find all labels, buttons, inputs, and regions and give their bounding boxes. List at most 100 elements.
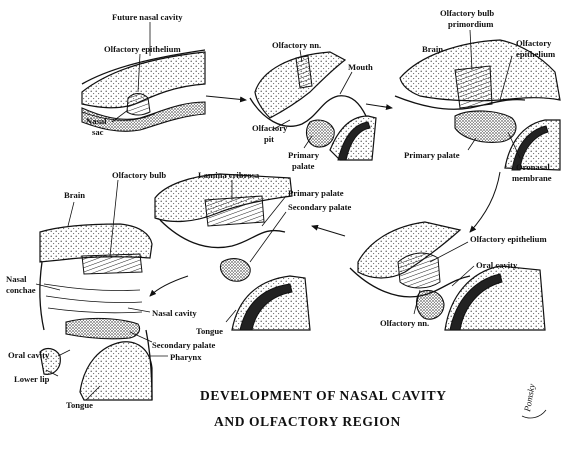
label-olfactory-epithelium-3-line1: Olfactory [516, 38, 552, 48]
leader-lines [35, 22, 521, 401]
label-oronasal-membrane-line2: membrane [512, 173, 552, 183]
labels: Future nasal cavity Olfactory epithelium… [6, 8, 556, 410]
panel6-concha-1 [43, 283, 141, 291]
leader-tongue-6 [85, 385, 101, 401]
label-secondary-palate-6: Secondary palate [152, 340, 215, 350]
figure-title-line2: AND OLFACTORY REGION [214, 414, 401, 429]
label-oral-cavity-6: Oral cavity [8, 350, 50, 360]
label-nasal-sac-line1: Nasal [86, 116, 107, 126]
label-primary-palate-2-line1: Primary [288, 150, 320, 160]
panel5-dark-lining [239, 283, 293, 331]
leader-brain-6 [67, 201, 75, 227]
panel6-lower-lip [39, 347, 61, 375]
label-tongue-5: Tongue [196, 326, 223, 336]
label-primary-palate-2-line2: palate [292, 161, 315, 171]
leader-olfactory-pit [271, 119, 291, 131]
leader-primary-palate-5 [261, 195, 287, 227]
figure-title-line1: DEVELOPMENT OF NASAL CAVITY [200, 388, 447, 403]
panel5-lamina-cribrosa [204, 195, 265, 227]
label-tongue-6: Tongue [66, 400, 93, 410]
leader-nasal-cavity-6 [127, 307, 151, 313]
artist-signature: Pomsky [521, 383, 547, 419]
leader-olfactory-bulb-primordium [469, 29, 473, 71]
panel4-palate [415, 289, 445, 320]
label-olfactory-nn-4: Olfactory nn. [380, 318, 429, 328]
label-pharynx: Pharynx [170, 352, 202, 362]
label-nasal-conchae-line2: conchae [6, 285, 36, 295]
panel6-face-outline [39, 261, 45, 331]
signature-flourish [521, 409, 547, 419]
panel-5-secondary-palate-stage [154, 173, 311, 331]
arrow-panel3-to-panel4 [469, 171, 501, 233]
label-nasal-conchae-line1: Nasal [6, 274, 27, 284]
panel-2-olfactory-pit-stage [249, 51, 377, 161]
leader-olfactory-nn-2 [299, 49, 303, 63]
leader-secondary-palate-5 [249, 211, 287, 263]
panel-1-nasal-sac-stage [81, 49, 206, 132]
panel2-epithelium-line [249, 95, 367, 127]
label-olfactory-bulb-6: Olfactory bulb [112, 170, 166, 180]
leader-olfactory-epithelium-4 [429, 241, 469, 263]
stage-arrows [149, 95, 501, 297]
label-olfactory-bulb-primordium-line2: primordium [448, 19, 494, 29]
leader-olfactory-epithelium-1 [137, 53, 141, 93]
panel6-tongue [79, 341, 153, 401]
panel-4-oral-cavity-stage [349, 221, 546, 331]
panel-6-adult-stage [39, 223, 153, 401]
leader-oral-cavity-6 [57, 349, 71, 357]
leader-primary-palate-3 [467, 137, 477, 151]
signature-text: Pomsky [522, 383, 537, 413]
leader-mouth [339, 71, 353, 95]
panel6-secondary-palate [65, 317, 141, 340]
panel3-epithelium-line [394, 95, 526, 110]
panel6-concha-3 [47, 307, 143, 314]
label-olfactory-epithelium-1: Olfactory epithelium [104, 44, 181, 54]
arrow-panel1-to-panel2 [205, 95, 247, 103]
panel6-concha-2 [45, 295, 143, 303]
label-olfactory-pit-line1: Olfactory [252, 123, 288, 133]
panel4-olfactory-region [397, 252, 441, 289]
label-olfactory-bulb-primordium-line1: Olfactory bulb [440, 8, 494, 18]
panel-3-primary-palate-stage [394, 39, 561, 171]
leader-lower-lip [45, 369, 59, 377]
label-oral-cavity-4: Oral cavity [476, 260, 518, 270]
panel1-surface-line [81, 49, 206, 85]
label-oronasal-membrane-line1: Oronasal [516, 162, 550, 172]
panel2-dark-lining [337, 121, 371, 161]
label-nasal-sac-line2: sac [92, 127, 104, 137]
arrow-panel2-to-panel3 [365, 103, 393, 111]
label-olfactory-pit-line2: pit [264, 134, 274, 144]
label-nasal-cavity-6: Nasal cavity [152, 308, 197, 318]
label-lower-lip: Lower lip [14, 374, 50, 384]
panel1-inner-line [81, 111, 159, 121]
arrow-panel4-to-panel5 [311, 224, 346, 237]
panel2-primary-palate [305, 119, 335, 148]
label-mouth: Mouth [348, 62, 373, 72]
panel5-epithelium-line [159, 219, 286, 249]
panel6-pharynx-line [145, 329, 153, 401]
label-brain-3: Brain [422, 44, 443, 54]
label-olfactory-epithelium-3-line2: epithelium [516, 49, 556, 59]
leader-olfactory-epithelium-3 [499, 55, 513, 101]
panel3-primary-palate [454, 110, 517, 143]
leader-secondary-palate-6 [129, 331, 153, 343]
panel6-olfactory-bulb-region [81, 253, 143, 275]
label-primary-palate-5: Primary palate [288, 188, 344, 198]
leader-olfactory-bulb-6 [109, 179, 119, 257]
panel5-secondary-palate [219, 258, 251, 282]
label-lamina-cribrosa: Lamina cribrosa [198, 170, 260, 180]
panel1-lower-band [81, 101, 206, 132]
label-primary-palate-3: Primary palate [404, 150, 460, 160]
leader-olfactory-nn-4 [413, 289, 421, 315]
panel4-head-tissue [357, 221, 462, 279]
panel2-olfactory-nerve [295, 55, 313, 89]
panel4-tongue-mass [444, 265, 546, 331]
leader-oral-cavity-4 [451, 265, 475, 287]
panel3-dark-lining [511, 125, 549, 171]
panel1-head-mesenchyme [81, 51, 206, 109]
arrow-panel5-to-panel6 [149, 275, 189, 297]
leader-tongue-5 [225, 309, 237, 323]
leader-primary-palate-2 [303, 135, 313, 149]
